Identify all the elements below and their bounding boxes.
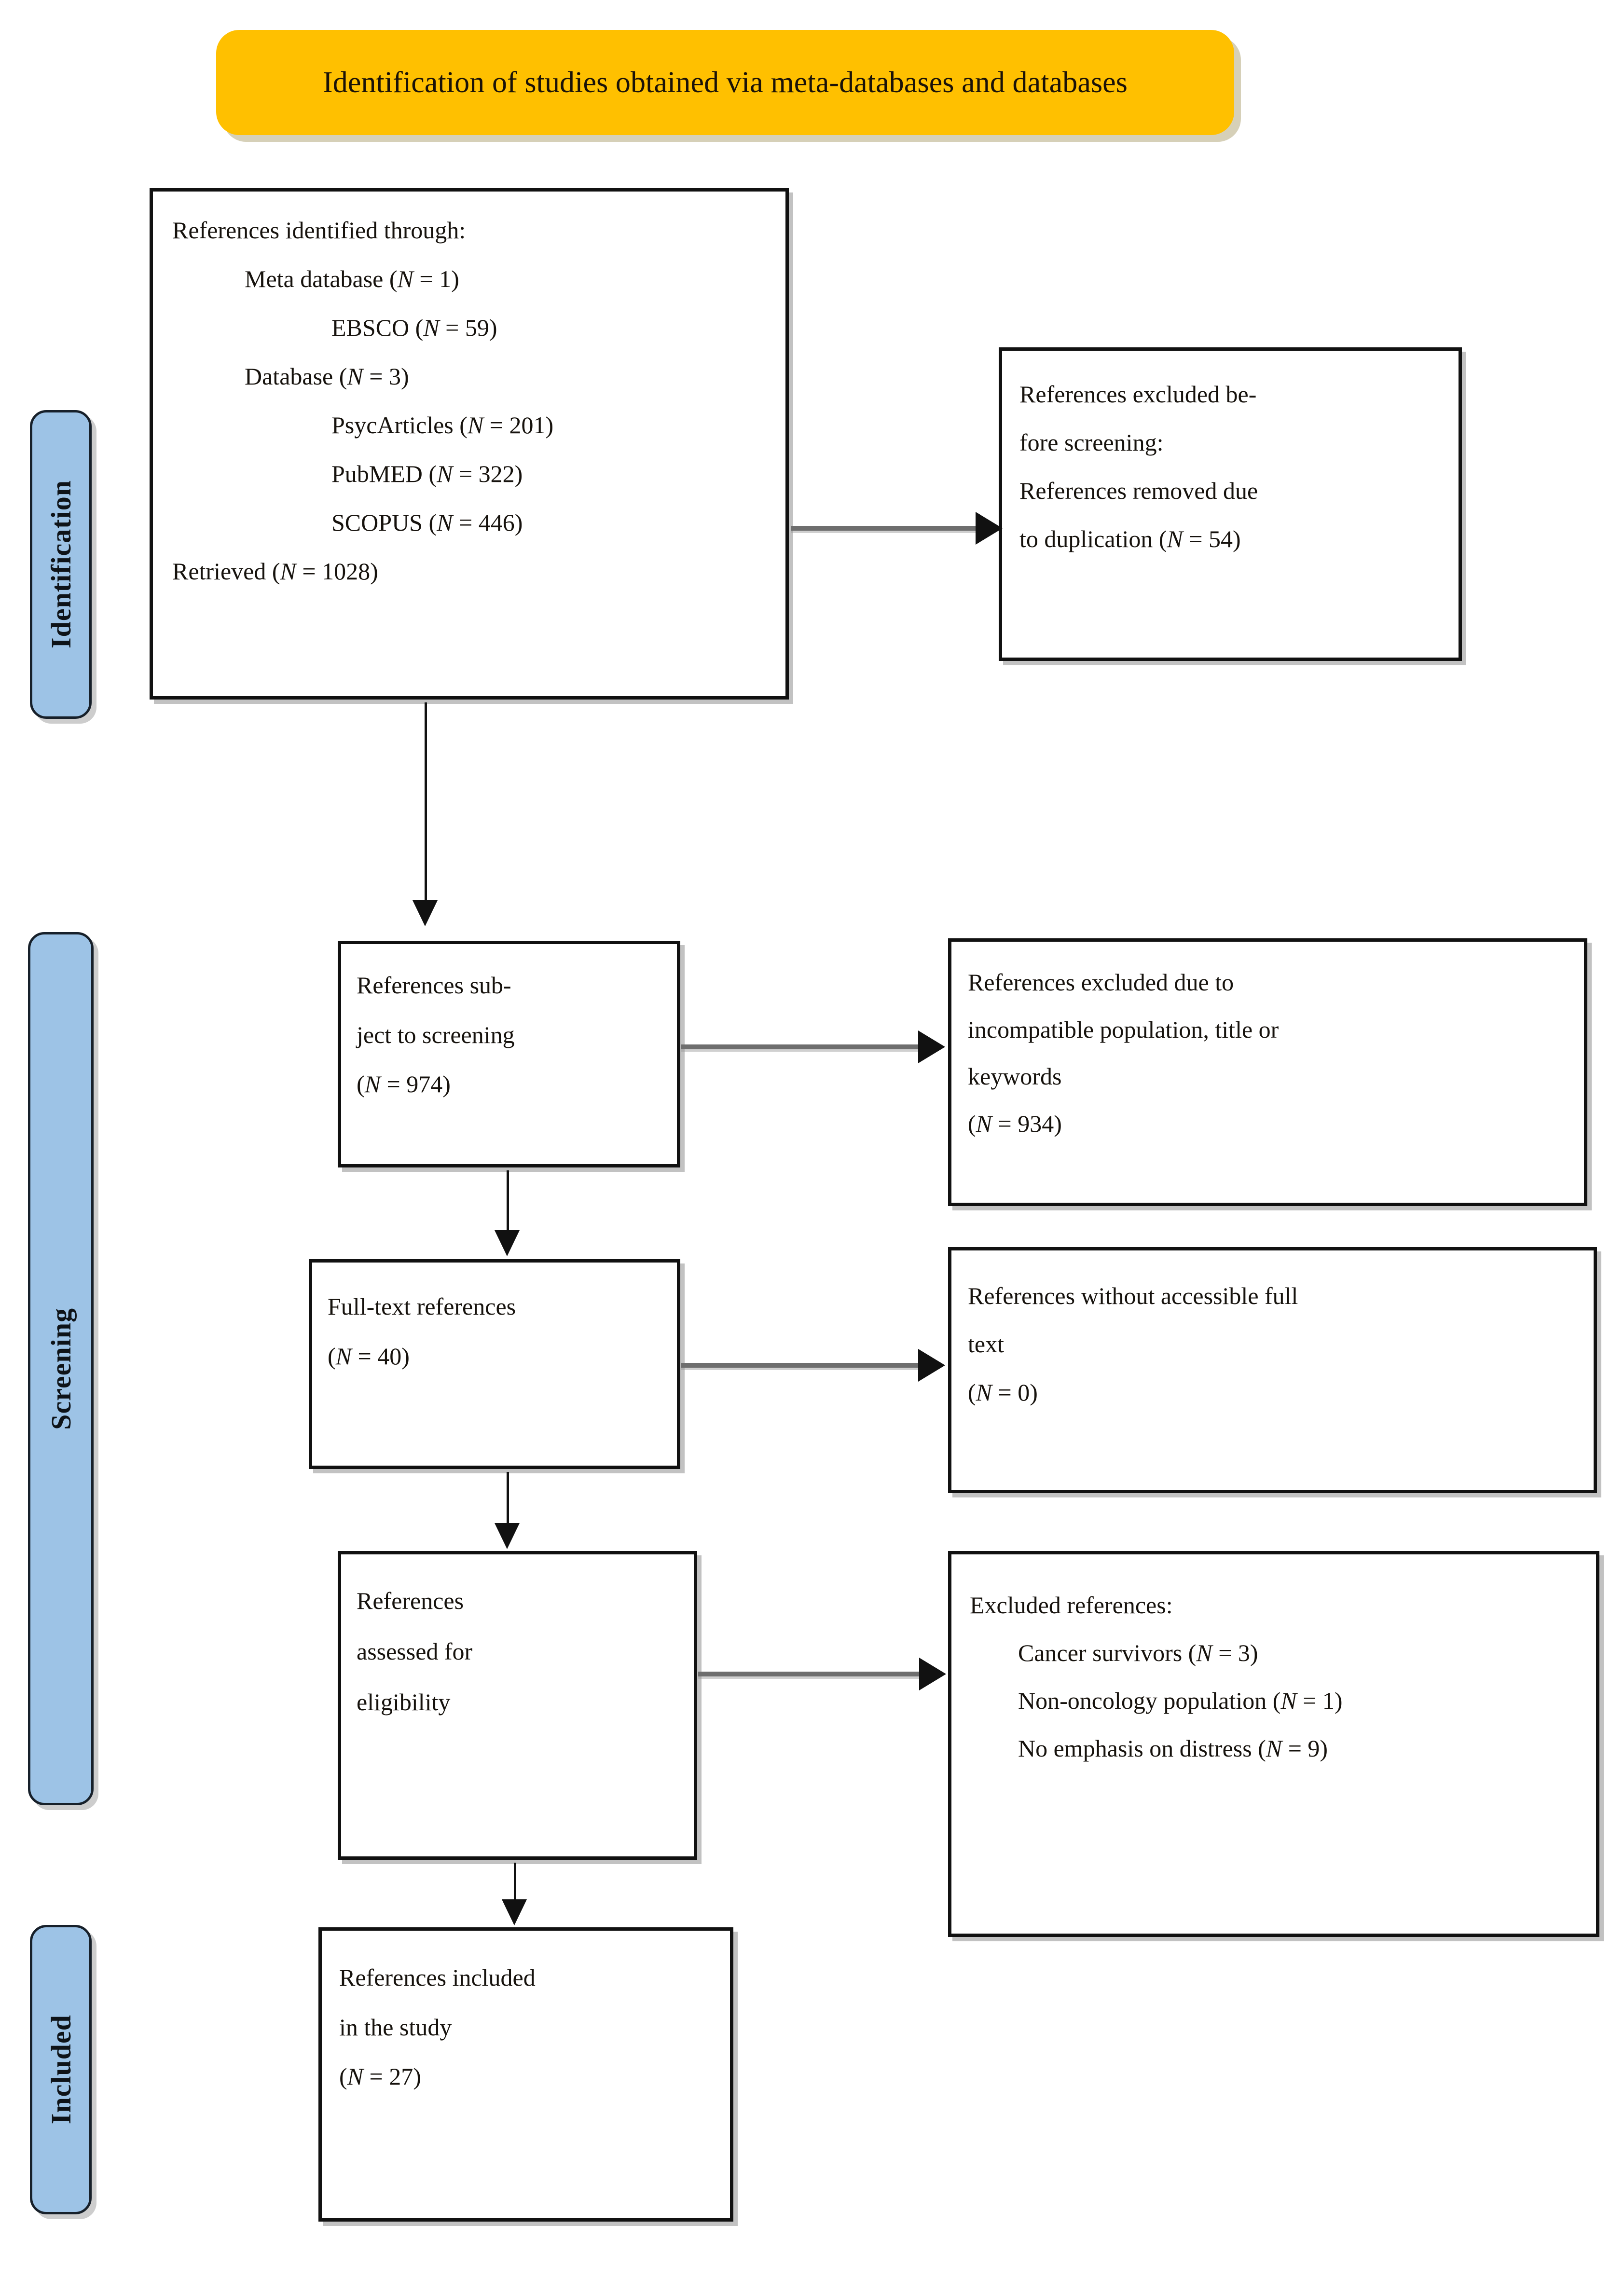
included-line1: References included bbox=[339, 1964, 536, 1991]
included-count: (N = 27) bbox=[339, 2063, 421, 2090]
n-symbol: N bbox=[437, 460, 453, 487]
box-excluded-before-screening: References excluded be- fore screening: … bbox=[999, 347, 1462, 661]
connector-eligibility-to-excluded-list bbox=[698, 1672, 922, 1676]
excluded-list-heading: Excluded references: bbox=[970, 1592, 1173, 1619]
n-symbol: N bbox=[347, 2063, 364, 2090]
screened-line2: ject to screening bbox=[357, 1021, 515, 1048]
stage-label-identification-text: Identification bbox=[45, 480, 77, 649]
screened-line1: References sub- bbox=[357, 972, 511, 999]
eligibility-line2: assessed for bbox=[357, 1638, 473, 1665]
excluded-list-item: No emphasis on distress (N = 9) bbox=[1018, 1735, 1328, 1762]
n-symbol: N bbox=[467, 412, 484, 439]
arrowhead-right-icon bbox=[918, 1030, 945, 1063]
arrowhead-right-icon bbox=[919, 1658, 946, 1690]
identified-total-line: Retrieved (N = 1028) bbox=[172, 558, 378, 585]
box-references-screened: References sub- ject to screening (N = 9… bbox=[338, 941, 680, 1167]
identified-source-line: SCOPUS (N = 446) bbox=[331, 509, 523, 536]
n-symbol: N bbox=[976, 1379, 992, 1406]
fulltext-count: (N = 40) bbox=[328, 1342, 410, 1370]
n-symbol: N bbox=[280, 558, 296, 585]
banner-title: Identification of studies obtained via m… bbox=[322, 66, 1128, 99]
excluded-incomp-count: (N = 934) bbox=[968, 1110, 1062, 1137]
connector-identified-to-screened bbox=[425, 702, 427, 902]
n-symbol: N bbox=[1266, 1735, 1282, 1762]
stage-label-included: Included bbox=[30, 1925, 92, 2214]
n-symbol: N bbox=[364, 1071, 381, 1098]
n-symbol: N bbox=[397, 265, 413, 292]
connector-screened-to-excluded-incompatible bbox=[681, 1044, 922, 1049]
screened-count: (N = 974) bbox=[357, 1071, 451, 1098]
arrowhead-right-icon bbox=[918, 1349, 945, 1382]
identification-banner: Identification of studies obtained via m… bbox=[216, 30, 1234, 135]
excluded-nofull-count: (N = 0) bbox=[968, 1379, 1038, 1406]
excluded-incomp-line3: keywords bbox=[968, 1063, 1062, 1090]
arrowhead-down-icon bbox=[413, 900, 438, 926]
connector-fulltext-to-excluded-nofulltext bbox=[681, 1363, 922, 1368]
eligibility-line1: References bbox=[357, 1587, 464, 1614]
n-symbol: N bbox=[1280, 1687, 1297, 1714]
fulltext-line1: Full-text references bbox=[328, 1293, 516, 1320]
identified-source-line: Meta database (N = 1) bbox=[245, 265, 459, 292]
box-fulltext-references: Full-text references (N = 40) bbox=[309, 1259, 680, 1469]
connector-identified-to-excluded-dup bbox=[791, 526, 979, 531]
excluded-list-item: Non-oncology population (N = 1) bbox=[1018, 1687, 1343, 1714]
identified-source-line: PubMED (N = 322) bbox=[331, 460, 523, 487]
excluded-incomp-line2: incompatible population, title or bbox=[968, 1016, 1279, 1043]
n-symbol: N bbox=[335, 1342, 352, 1370]
excluded-dup-line2: fore screening: bbox=[1019, 429, 1164, 456]
n-symbol: N bbox=[437, 509, 453, 536]
excluded-nofull-line1: References without accessible full bbox=[968, 1282, 1298, 1309]
n-symbol: N bbox=[1167, 525, 1183, 552]
stage-label-screening: Screening bbox=[28, 932, 94, 1805]
n-symbol: N bbox=[976, 1110, 992, 1137]
identified-source-line: EBSCO (N = 59) bbox=[331, 314, 497, 341]
excluded-dup-line1: References excluded be- bbox=[1019, 381, 1257, 408]
box-excluded-references-list: Excluded references: Cancer survivors (N… bbox=[948, 1551, 1599, 1937]
stage-label-identification: Identification bbox=[30, 410, 92, 719]
excluded-incomp-line1: References excluded due to bbox=[968, 969, 1234, 996]
box-excluded-no-fulltext: References without accessible full text … bbox=[948, 1247, 1597, 1493]
box-excluded-incompatible: References excluded due to incompatible … bbox=[948, 938, 1587, 1206]
box-references-identified: References identified through: Meta data… bbox=[150, 188, 789, 700]
excluded-nofull-line2: text bbox=[968, 1331, 1004, 1358]
excluded-dup-line3: References removed due bbox=[1019, 477, 1258, 504]
n-symbol: N bbox=[347, 363, 363, 390]
excluded-dup-count: to duplication (N = 54) bbox=[1019, 525, 1241, 552]
box-assessed-for-eligibility: References assessed for eligibility bbox=[338, 1551, 697, 1860]
n-symbol: N bbox=[423, 314, 440, 341]
arrowhead-right-icon bbox=[976, 512, 1003, 545]
connector-fulltext-to-eligibility bbox=[507, 1472, 509, 1525]
connector-eligibility-to-included bbox=[514, 1863, 516, 1901]
identified-source-line: Database (N = 3) bbox=[245, 363, 409, 390]
excluded-list-item: Cancer survivors (N = 3) bbox=[1018, 1639, 1258, 1666]
stage-label-included-text: Included bbox=[45, 2015, 77, 2125]
arrowhead-down-icon bbox=[495, 1523, 520, 1549]
connector-screened-to-fulltext bbox=[507, 1170, 509, 1232]
stage-label-screening-text: Screening bbox=[45, 1307, 77, 1430]
arrowhead-down-icon bbox=[502, 1899, 527, 1925]
n-symbol: N bbox=[1196, 1639, 1212, 1666]
identified-source-line: PsycArticles (N = 201) bbox=[331, 412, 554, 439]
arrowhead-down-icon bbox=[495, 1230, 520, 1256]
eligibility-line3: eligibility bbox=[357, 1689, 451, 1716]
identified-heading: References identified through: bbox=[172, 217, 466, 244]
included-line2: in the study bbox=[339, 2013, 452, 2041]
box-references-included: References included in the study (N = 27… bbox=[318, 1927, 733, 2222]
